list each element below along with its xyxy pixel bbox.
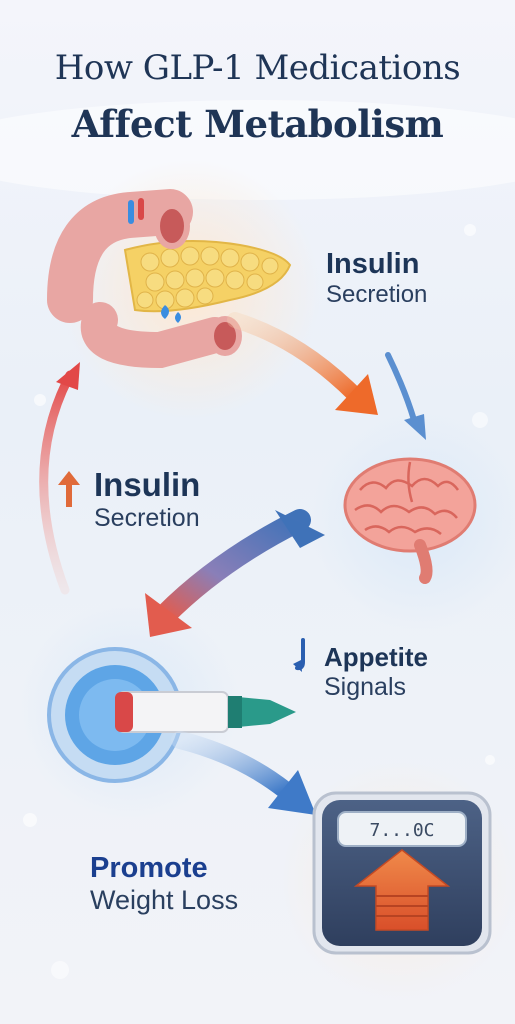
orange-arrowhead — [335, 374, 378, 415]
pancreas-label: Insulin Secretion — [326, 248, 427, 309]
cycle-arrowhead — [56, 362, 80, 390]
small-blue-arrow — [385, 352, 417, 423]
title-line-2: Affect Metabolism — [71, 102, 444, 146]
cycle-arrow — [39, 370, 75, 595]
left-insulin-label: Insulin Secretion — [94, 466, 200, 533]
red-arrowhead — [145, 593, 192, 637]
down-arrow-icon — [293, 638, 305, 672]
pancreas-label-regular: Secretion — [326, 281, 428, 309]
brain-to-pen-arrow — [154, 509, 311, 626]
appetite-label: Appetite Signals — [324, 642, 428, 702]
weight-loss-label-regular: Weight Loss — [90, 885, 239, 916]
appetite-label-regular: Signals — [324, 672, 406, 701]
pancreas-label-bold: Insulin — [326, 248, 420, 280]
bathroom-scale-icon — [312, 791, 492, 955]
pancreas-icon — [47, 189, 292, 369]
small-blue-arrowhead — [404, 414, 426, 440]
pancreas-to-brain-arrow — [227, 312, 363, 403]
brain-icon — [343, 457, 477, 584]
blue-arrowhead — [268, 770, 316, 815]
injection-pen-icon — [47, 647, 296, 783]
scale-display: 7...0C — [369, 820, 434, 841]
left-label-regular: Secretion — [94, 503, 200, 532]
appetite-label-bold: Appetite — [324, 642, 428, 672]
weight-loss-label: Promote Weight Loss — [90, 852, 238, 916]
blue-arrow-notch — [275, 510, 325, 548]
up-arrow-icon — [58, 471, 80, 507]
title-line-1: How GLP-1 Medications — [54, 48, 461, 88]
left-label-bold: Insulin — [94, 466, 201, 503]
pen-to-scale-arrow — [171, 731, 294, 799]
weight-loss-label-bold: Promote — [90, 852, 208, 884]
